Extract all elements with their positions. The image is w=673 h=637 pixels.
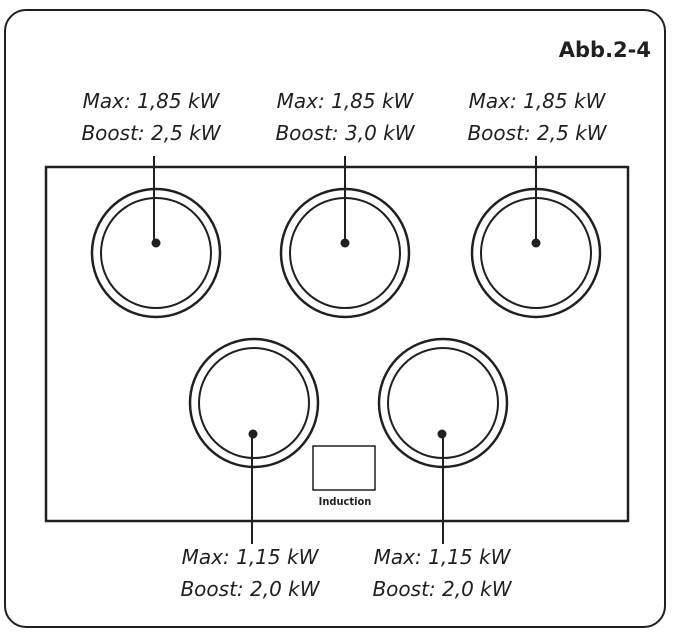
zone-max-power: Max: 1,85 kW <box>82 89 220 113</box>
zone-center-dot-rear-left <box>151 238 161 248</box>
zone-max-power: Max: 1,85 kW <box>468 89 606 113</box>
zone-boost-power: Boost: 2,0 kW <box>180 577 320 601</box>
zone-center-dot-front-right <box>437 429 447 439</box>
zone-label-rear-center: Max: 1,85 kW Boost: 3,0 kW <box>275 85 414 149</box>
diagram-frame <box>4 9 666 628</box>
cooking-zone-front-left <box>188 337 320 469</box>
induction-label: Induction <box>319 495 372 508</box>
zone-label-rear-left: Max: 1,85 kW Boost: 2,5 kW <box>81 85 220 149</box>
control-panel-box <box>312 445 376 491</box>
zone-label-front-right: Max: 1,15 kW Boost: 2,0 kW <box>372 541 511 605</box>
zone-boost-power: Boost: 3,0 kW <box>275 121 415 145</box>
zone-label-rear-right: Max: 1,85 kW Boost: 2,5 kW <box>467 85 606 149</box>
cooking-zone-rear-left <box>90 187 222 319</box>
zone-boost-power: Boost: 2,0 kW <box>372 577 512 601</box>
zone-boost-power: Boost: 2,5 kW <box>467 121 607 145</box>
zone-center-dot-rear-center <box>340 238 350 248</box>
zone-max-power: Max: 1,85 kW <box>276 89 414 113</box>
zone-center-dot-front-left <box>248 429 258 439</box>
cooktop-outline <box>44 165 630 523</box>
zone-max-power: Max: 1,15 kW <box>181 545 319 569</box>
zone-max-power: Max: 1,15 kW <box>373 545 511 569</box>
figure-label: Abb.2-4 <box>558 38 651 62</box>
zone-center-dot-rear-right <box>531 238 541 248</box>
zone-label-front-left: Max: 1,15 kW Boost: 2,0 kW <box>180 541 319 605</box>
zone-boost-power: Boost: 2,5 kW <box>81 121 221 145</box>
